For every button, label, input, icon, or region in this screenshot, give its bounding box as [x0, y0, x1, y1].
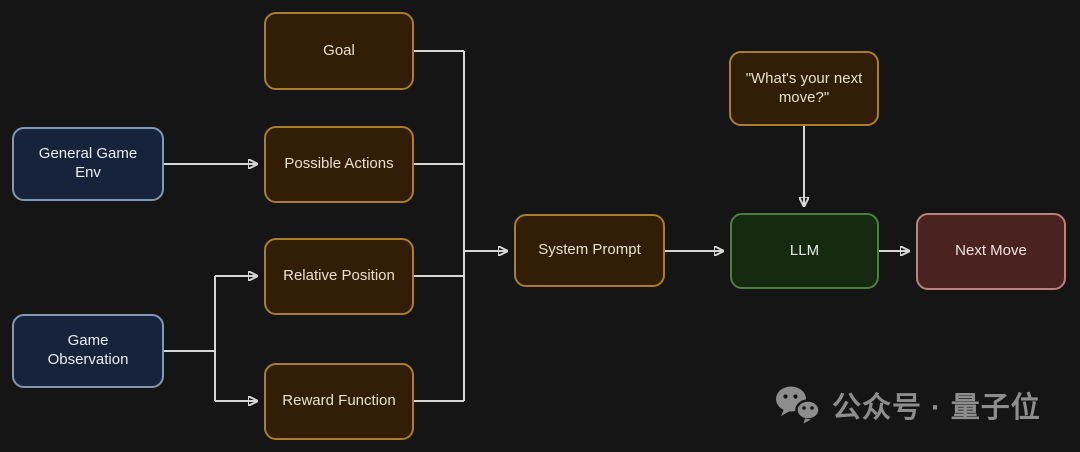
node-game-observation: Game Observation	[12, 314, 164, 388]
node-relative-position-label: Relative Position	[283, 267, 395, 285]
wechat-icon	[774, 385, 822, 425]
node-next-move-label: Next Move	[955, 242, 1027, 260]
watermark-text: 公众号 · 量子位	[832, 392, 1041, 424]
node-goal-label: Goal	[323, 41, 355, 59]
node-game-observation-label: Game Observation	[47, 332, 129, 368]
node-reward-function: Reward Function	[264, 363, 414, 440]
node-system-prompt-label: System Prompt	[538, 241, 641, 259]
node-possible-actions-label: Possible Actions	[284, 155, 394, 173]
node-llm: LLM	[730, 213, 879, 289]
node-goal: Goal	[264, 12, 414, 90]
node-next-move: Next Move	[916, 213, 1066, 290]
node-relative-position: Relative Position	[264, 238, 414, 315]
node-system-prompt: System Prompt	[514, 214, 665, 287]
node-reward-function-label: Reward Function	[282, 392, 396, 410]
node-llm-label: LLM	[789, 241, 820, 259]
watermark: 公众号 · 量子位	[774, 384, 1041, 426]
node-possible-actions: Possible Actions	[264, 126, 414, 203]
node-user-question-label: "What's your next move?"	[745, 69, 863, 106]
node-general-game-env: General Game Env	[12, 127, 164, 201]
node-user-question: "What's your next move?"	[729, 51, 879, 126]
node-general-game-env-label: General Game Env	[38, 145, 138, 181]
